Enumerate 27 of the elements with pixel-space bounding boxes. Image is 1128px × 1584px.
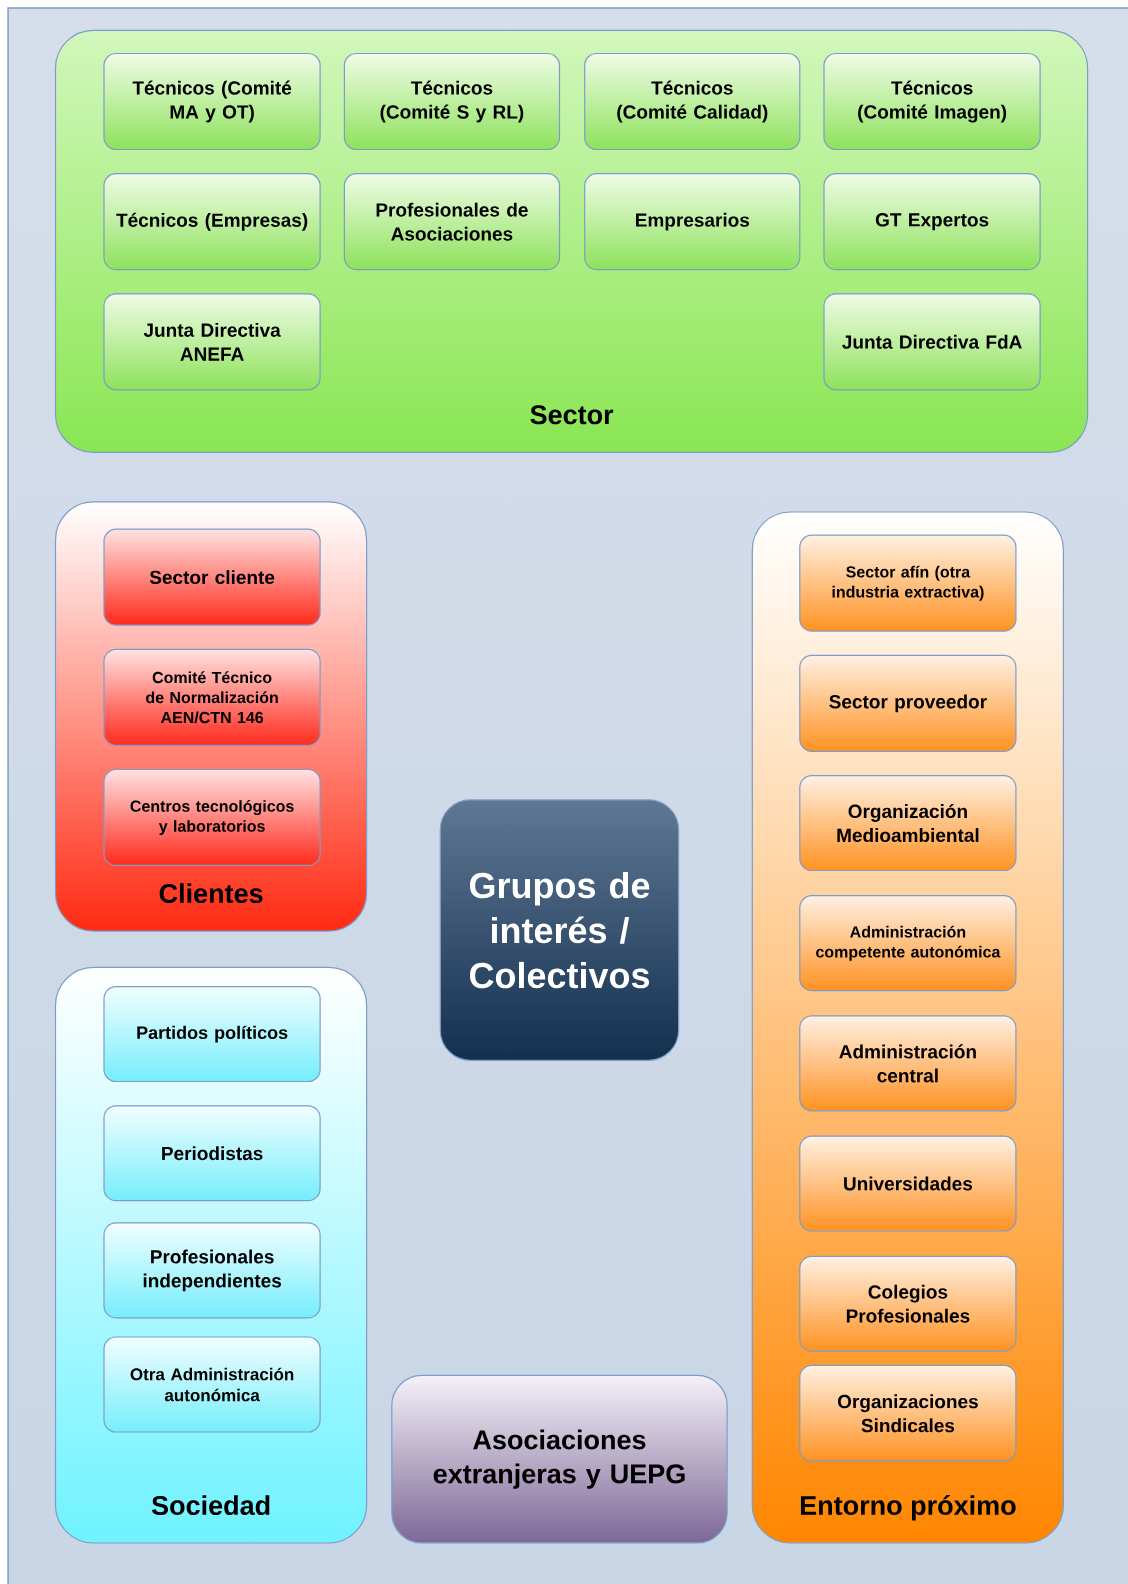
category-box: Profesionales de Asociaciones [343, 173, 561, 271]
category-box: Periodistas [103, 1105, 321, 1202]
category-box: Administración central [799, 1015, 1017, 1112]
category-box: Sector cliente [103, 528, 321, 626]
title-box: Asociaciones extranjeras y UEPG [391, 1374, 728, 1544]
category-box: Técnicos (Comité S y RL) [343, 52, 561, 151]
category-box: Universidades [799, 1135, 1017, 1232]
category-box: Partidos políticos [103, 986, 321, 1083]
category-box: Administración competente autonómica [799, 895, 1017, 992]
category-box: Técnicos (Comité Imagen) [823, 52, 1041, 151]
category-box: Junta Directiva FdA [823, 293, 1041, 391]
title-box: Grupos de interés / Colectivos [439, 799, 680, 1061]
category-box: Centros tecnológicos y laboratorios [103, 768, 321, 866]
category-box: Técnicos (Comité MA y OT) [103, 52, 321, 151]
category-box: Técnicos (Comité Calidad) [584, 52, 801, 151]
category-box: Otra Administración autonómica [103, 1336, 321, 1433]
category-box: Junta Directiva ANEFA [103, 293, 321, 391]
category-box: Profesionales independientes [103, 1222, 321, 1319]
category-box: Colegios Profesionales [799, 1255, 1017, 1352]
category-box: Sector afín (otra industria extractiva) [799, 534, 1017, 632]
category-box: Organización Medioambiental [799, 775, 1017, 872]
category-box: Organizaciones Sindicales [799, 1364, 1017, 1462]
category-box: Sector proveedor [799, 654, 1017, 752]
category-box: Empresarios [584, 173, 801, 271]
category-box: Comité Técnico de Normalización AEN/CTN 146 [103, 648, 321, 746]
category-box: GT Expertos [823, 173, 1041, 271]
category-box: Técnicos (Empresas) [103, 173, 321, 271]
